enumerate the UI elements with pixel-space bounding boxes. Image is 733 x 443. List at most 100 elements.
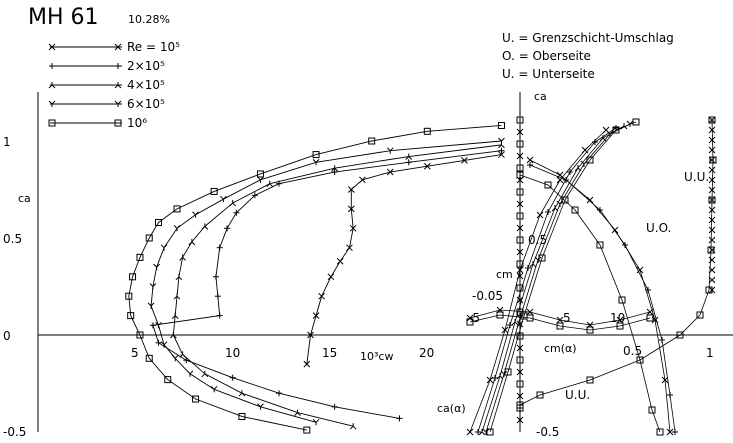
x-tick-15: 15 [322, 346, 337, 360]
data-point [498, 147, 505, 154]
aux-point [527, 162, 533, 168]
data-point [145, 354, 153, 362]
legend-marker [48, 119, 56, 127]
data-point [188, 238, 196, 246]
axis-point [516, 416, 524, 424]
axis-point [516, 188, 524, 196]
data-point [129, 273, 137, 281]
data-point [251, 192, 258, 199]
edge-point [708, 246, 716, 254]
aux-line [481, 125, 625, 433]
series-line [152, 150, 502, 419]
aux-point [636, 266, 644, 274]
axis-point [516, 152, 524, 160]
aux-point [707, 246, 715, 254]
data-point [396, 415, 403, 422]
axis-point [516, 368, 524, 376]
aux-point [511, 319, 519, 326]
axis-point [516, 296, 524, 304]
aux-point [709, 156, 717, 164]
edge-point [708, 196, 716, 204]
x-axis-label-polar: 10³cw [360, 350, 393, 363]
axis-point [516, 260, 524, 268]
data-point [349, 224, 357, 232]
data-point [331, 165, 338, 172]
aux-point [592, 139, 598, 145]
aux-point [529, 261, 537, 268]
data-point [331, 403, 338, 410]
data-point [155, 339, 162, 346]
aux-line [519, 119, 714, 406]
aux-point [612, 126, 620, 134]
data-point [125, 292, 133, 300]
data-point [153, 263, 160, 271]
x-tick-10: 10 [225, 346, 240, 360]
data-point [359, 176, 366, 184]
data-point [160, 244, 168, 251]
alpha-y-tick-neg-0-5: -0.5 [536, 425, 559, 438]
series-line [172, 144, 502, 427]
legend-item: 6×10⁵ [48, 97, 165, 111]
edge-point [708, 276, 716, 284]
aux-point [478, 429, 486, 436]
legend-item: 2×10⁵ [49, 59, 165, 73]
aux-point [622, 242, 628, 248]
y-tick-neg-0-5: -0.5 [3, 425, 26, 438]
aux-point [538, 254, 546, 262]
aux-line [469, 129, 607, 433]
axis-point [516, 392, 524, 400]
aux-point [496, 311, 504, 319]
axis-point [516, 212, 524, 220]
axis-point [516, 272, 524, 280]
legend-marker [49, 63, 55, 69]
axis-point [516, 284, 524, 292]
aux-point [672, 429, 678, 435]
annotation-uu-bottom: U.U. [565, 388, 590, 402]
data-point [155, 218, 162, 226]
data-point [266, 180, 274, 188]
data-point [318, 292, 325, 300]
data-point [210, 385, 218, 393]
legend-label: 4×10⁵ [127, 78, 165, 92]
data-point [312, 151, 320, 159]
legend-marker [114, 82, 122, 89]
aux-point [599, 135, 607, 142]
aux-point [708, 196, 716, 204]
aux-point [536, 391, 544, 399]
data-point [257, 176, 264, 183]
edge-point [708, 186, 716, 194]
aux-point [545, 209, 551, 215]
axis-point [516, 308, 524, 316]
legend-marker [48, 100, 56, 107]
data-point [498, 151, 505, 158]
data-point [303, 360, 311, 368]
series-line [128, 125, 502, 431]
aux-point [661, 376, 669, 384]
data-point [331, 169, 338, 176]
data-point [312, 312, 320, 319]
note-transition: U. = Grenzschicht-Umschlag [502, 31, 674, 45]
data-point [210, 187, 218, 195]
aux-line [489, 121, 637, 433]
data-point [220, 195, 227, 203]
y-tick-1: 1 [3, 135, 11, 149]
aux-point [526, 314, 534, 322]
legend-item: 10⁶ [48, 116, 147, 130]
data-point [327, 273, 335, 281]
aux-point [556, 322, 564, 330]
x-tick-5: 5 [131, 346, 139, 360]
data-point [127, 312, 135, 320]
axis-point [516, 356, 524, 364]
aux-line [529, 164, 676, 433]
data-point [173, 205, 181, 213]
data-point [294, 409, 301, 416]
legend-marker [114, 43, 122, 51]
data-point [386, 168, 394, 176]
data-point [229, 200, 237, 207]
edge-point [708, 176, 716, 184]
edge-point [708, 216, 716, 224]
aux-line [485, 123, 631, 433]
y-axis-label-right: ca [534, 90, 547, 103]
